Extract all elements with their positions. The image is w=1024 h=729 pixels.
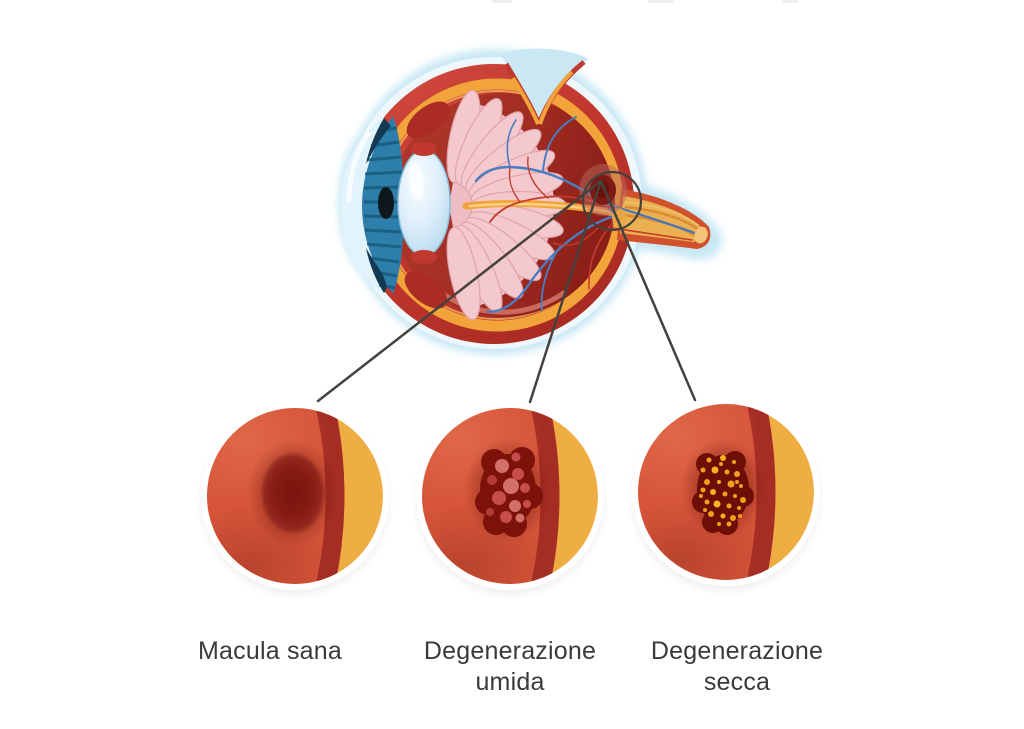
pupil	[378, 187, 394, 219]
top-edge-artifact	[492, 0, 798, 3]
macula-annotation-circle	[581, 170, 643, 232]
ciliary-body-bottom	[404, 271, 448, 309]
dry-degeneration-lesion	[692, 451, 754, 535]
label-degenerazione-umida: Degenerazione umida	[423, 637, 597, 696]
lens	[397, 149, 451, 257]
iris-root-bottom	[366, 248, 387, 293]
stage-circle-healthy-macula	[196, 402, 394, 600]
lens-highlight	[408, 161, 424, 201]
stage-circle-wet-degeneration	[411, 402, 609, 600]
retinal-arteries	[489, 156, 618, 290]
eye-globe	[338, 48, 723, 355]
label-degenerazione-secca: Degenerazione secca	[650, 637, 824, 696]
wall-notch	[500, 48, 589, 126]
pointer-line-dry	[599, 179, 697, 402]
pointer-line-healthy	[316, 179, 603, 403]
stage-circle-dry-degeneration	[627, 398, 825, 596]
wet-degeneration-lesion	[475, 447, 543, 537]
optic-nerve-tip	[694, 226, 708, 244]
ciliary-body-top	[406, 101, 450, 139]
pointer-line-wet	[528, 179, 603, 404]
pointer-lines	[316, 179, 697, 404]
label-macula-sana: Macula sana	[198, 637, 342, 665]
drusen-deposits	[699, 455, 746, 527]
iris-root-top	[366, 118, 391, 164]
retinal-veins	[474, 116, 619, 314]
healthy-macula-spot	[260, 451, 326, 535]
